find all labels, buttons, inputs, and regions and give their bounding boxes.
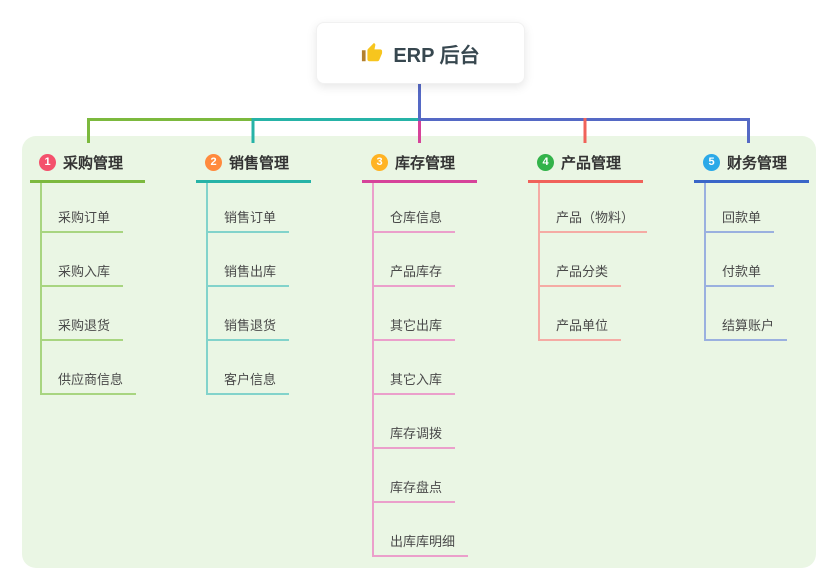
child-label: 销售退货 [208, 315, 290, 341]
child-label: 供应商信息 [42, 369, 137, 395]
branch-label: 产品管理 [561, 155, 622, 172]
child-node[interactable]: 产品单位 [540, 287, 688, 341]
child-node[interactable]: 产品分类 [540, 233, 688, 287]
child-label: 销售订单 [208, 207, 290, 233]
branch-badge-4: 4 [537, 154, 554, 171]
child-node[interactable]: 付款单 [706, 233, 839, 287]
child-node[interactable]: 结算账户 [706, 287, 839, 341]
branch-label: 库存管理 [395, 155, 456, 172]
branch-2: 2 销售管理销售订单销售出库销售退货客户信息 [196, 148, 356, 395]
child-node[interactable]: 销售退货 [208, 287, 356, 341]
thumbs-up-icon [361, 42, 383, 64]
child-label: 产品单位 [540, 315, 622, 341]
branch-children-5: 回款单付款单结算账户 [704, 183, 839, 341]
mindmap-panel [22, 136, 816, 568]
child-node[interactable]: 采购退货 [42, 287, 190, 341]
child-label: 采购订单 [42, 207, 124, 233]
branch-label: 采购管理 [63, 155, 124, 172]
child-label: 结算账户 [706, 315, 788, 341]
child-label: 出库库明细 [374, 531, 469, 557]
child-label: 产品库存 [374, 261, 456, 287]
child-label: 回款单 [706, 207, 775, 233]
child-node[interactable]: 出库库明细 [374, 503, 522, 557]
root-title: ERP 后台 [393, 44, 480, 67]
branch-title-5[interactable]: 5 财务管理 [694, 148, 809, 183]
child-label: 采购入库 [42, 261, 124, 287]
child-node[interactable]: 仓库信息 [374, 183, 522, 233]
branch-label: 销售管理 [229, 155, 290, 172]
child-label: 客户信息 [208, 369, 290, 395]
branch-children-2: 销售订单销售出库销售退货客户信息 [206, 183, 356, 395]
branch-label: 财务管理 [727, 155, 788, 172]
child-node[interactable]: 库存调拨 [374, 395, 522, 449]
branch-3: 3 库存管理仓库信息产品库存其它出库其它入库库存调拨库存盘点出库库明细 [362, 148, 522, 557]
child-label: 产品分类 [540, 261, 622, 287]
root-node[interactable]: ERP 后台 [316, 22, 525, 84]
child-label: 付款单 [706, 261, 775, 287]
branch-1: 1 采购管理采购订单采购入库采购退货供应商信息 [30, 148, 190, 395]
child-node[interactable]: 销售出库 [208, 233, 356, 287]
child-node[interactable]: 产品（物料） [540, 183, 688, 233]
child-node[interactable]: 销售订单 [208, 183, 356, 233]
branch-badge-3: 3 [371, 154, 388, 171]
branch-title-2[interactable]: 2 销售管理 [196, 148, 311, 183]
child-node[interactable]: 客户信息 [208, 341, 356, 395]
child-label: 销售出库 [208, 261, 290, 287]
child-label: 库存调拨 [374, 423, 456, 449]
branch-title-1[interactable]: 1 采购管理 [30, 148, 145, 183]
child-label: 产品（物料） [540, 207, 648, 233]
branch-children-1: 采购订单采购入库采购退货供应商信息 [40, 183, 190, 395]
child-label: 其它出库 [374, 315, 456, 341]
branch-5: 5 财务管理回款单付款单结算账户 [694, 148, 839, 341]
child-node[interactable]: 其它入库 [374, 341, 522, 395]
branch-badge-5: 5 [703, 154, 720, 171]
branch-title-4[interactable]: 4 产品管理 [528, 148, 643, 183]
child-node[interactable]: 其它出库 [374, 287, 522, 341]
branch-badge-2: 2 [205, 154, 222, 171]
child-label: 库存盘点 [374, 477, 456, 503]
branch-badge-1: 1 [39, 154, 56, 171]
child-node[interactable]: 采购入库 [42, 233, 190, 287]
child-node[interactable]: 库存盘点 [374, 449, 522, 503]
child-node[interactable]: 供应商信息 [42, 341, 190, 395]
child-node[interactable]: 回款单 [706, 183, 839, 233]
child-label: 其它入库 [374, 369, 456, 395]
branch-title-3[interactable]: 3 库存管理 [362, 148, 477, 183]
branch-children-4: 产品（物料） 产品分类产品单位 [538, 183, 688, 341]
branch-4: 4 产品管理产品（物料） 产品分类产品单位 [528, 148, 688, 341]
branch-children-3: 仓库信息产品库存其它出库其它入库库存调拨库存盘点出库库明细 [372, 183, 522, 557]
child-label: 采购退货 [42, 315, 124, 341]
child-node[interactable]: 产品库存 [374, 233, 522, 287]
child-label: 仓库信息 [374, 207, 456, 233]
child-node[interactable]: 采购订单 [42, 183, 190, 233]
